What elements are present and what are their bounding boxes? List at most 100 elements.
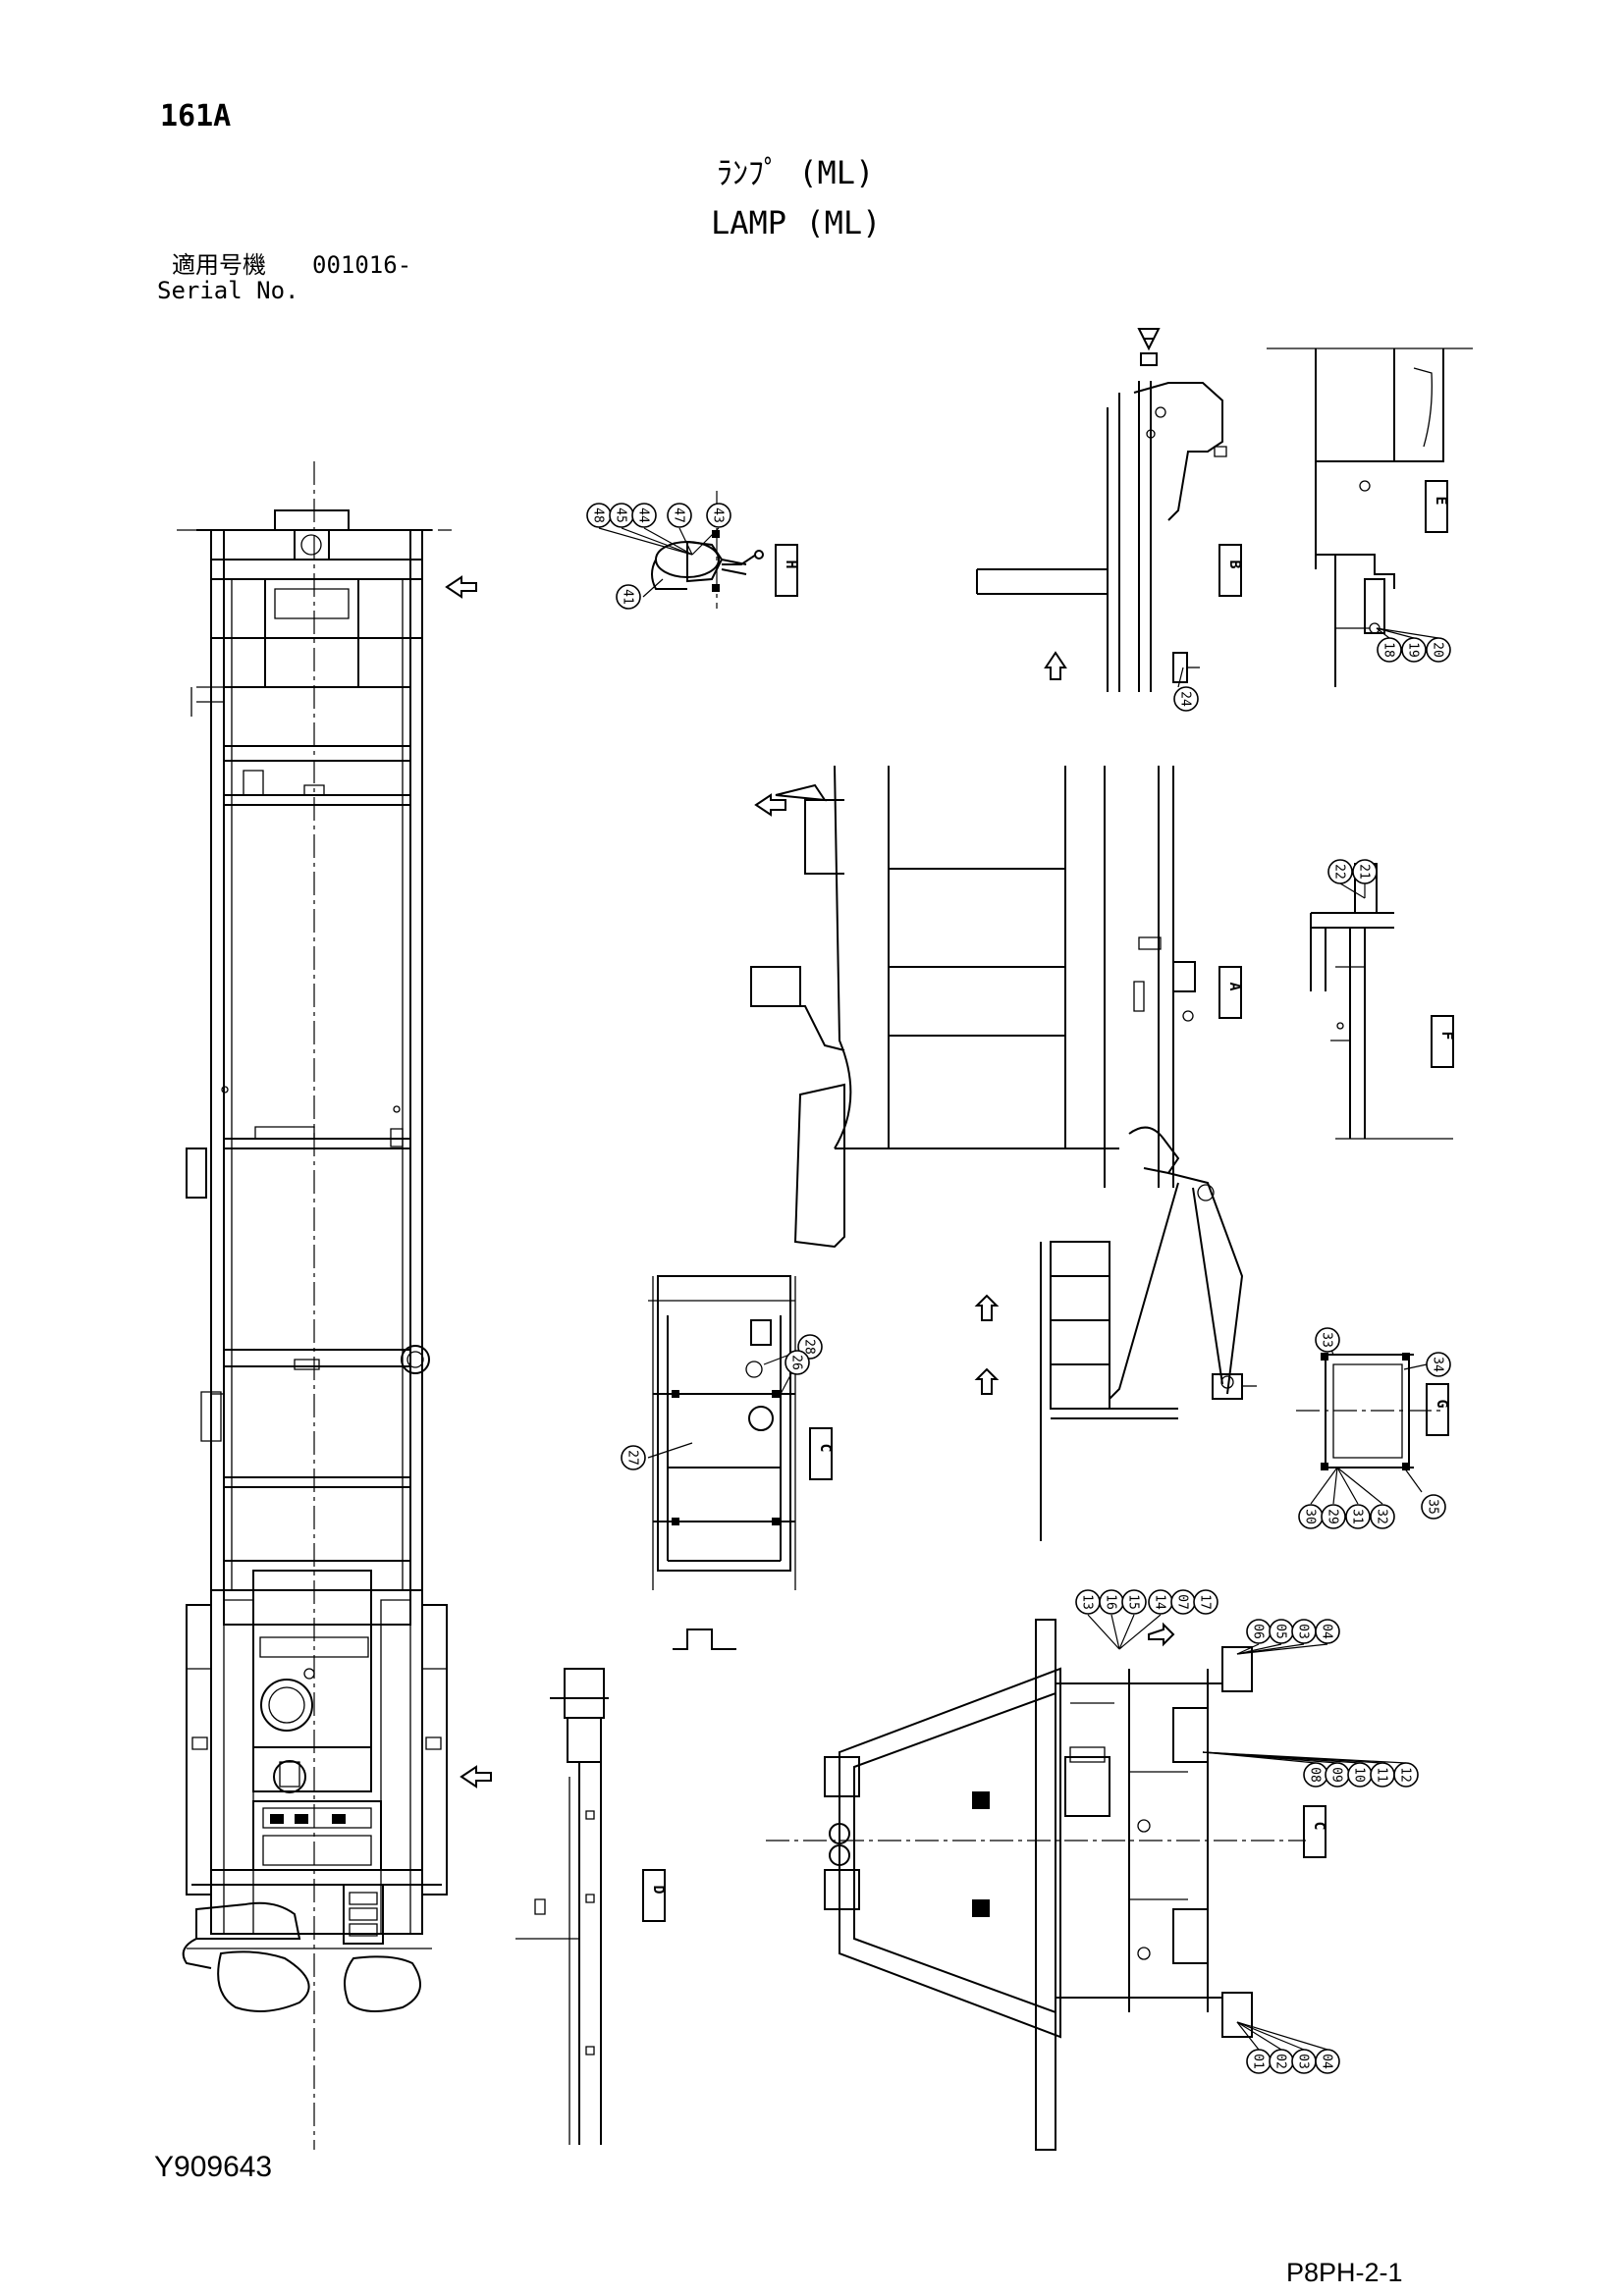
callout-bubble-09: 09 [1326,1763,1349,1787]
svg-text:11: 11 [1375,1767,1389,1783]
leader-line [1119,1615,1134,1649]
page-ref: P8PH-2-1 [1286,2258,1403,2287]
view-a-detail [751,766,1257,1541]
callout-bubble-43: 43 [707,504,731,527]
view-label-g: G [1434,1399,1451,1408]
leader-line [1377,628,1389,638]
callout-bubble-29: 29 [1322,1505,1345,1528]
leader-line [1311,1468,1337,1504]
callout-bubble-48: 48 [587,504,611,527]
leader-line [1237,1644,1304,1654]
svg-text:12: 12 [1398,1767,1413,1783]
svg-text:30: 30 [1303,1509,1318,1524]
svg-text:03: 03 [1296,2054,1311,2069]
svg-text:44: 44 [636,507,651,523]
svg-text:B: B [1226,560,1244,568]
drawing-number: Y909643 [154,2151,273,2183]
svg-text:04: 04 [1320,1624,1334,1639]
callout-bubble-45: 45 [610,504,633,527]
callout-bubble-33: 33 [1316,1328,1339,1352]
svg-text:C: C [1311,1821,1328,1830]
callout-bubble-22: 22 [1328,860,1352,883]
view-label-h: H [783,560,800,568]
callout-bubble-32: 32 [1371,1505,1394,1528]
leader-line [599,528,692,555]
svg-text:G: G [1434,1399,1451,1408]
serial-label-jp: 適用号機 [172,251,266,279]
callout-bubble-03: 03 [1292,2050,1316,2073]
callout-bubble-47: 47 [668,504,691,527]
svg-text:08: 08 [1308,1767,1323,1783]
svg-text:48: 48 [591,507,606,523]
leader-line [1088,1615,1119,1649]
callout-bubble-30: 30 [1299,1505,1323,1528]
svg-text:14: 14 [1153,1594,1167,1610]
view-e-detail [1267,348,1473,687]
callout-bubble-08: 08 [1304,1763,1327,1787]
callout-bubble-02: 02 [1270,2050,1293,2073]
callout-bubble-04: 04 [1316,2050,1339,2073]
view-label-d: D [650,1885,668,1894]
callout-bubble-18: 18 [1378,638,1401,662]
callout-bubble-34: 34 [1427,1353,1450,1376]
callout-bubble-01: 01 [1247,2050,1271,2073]
leader-line [643,579,663,597]
callout-bubble-16: 16 [1100,1590,1123,1614]
leader-line [1111,1615,1119,1649]
callout-bubble-14: 14 [1149,1590,1172,1614]
svg-text:31: 31 [1350,1509,1365,1524]
svg-text:17: 17 [1198,1594,1213,1610]
leader-line [679,528,692,555]
callout-bubble-12: 12 [1394,1763,1418,1787]
callout-bubble-20: 20 [1427,638,1450,662]
svg-text:19: 19 [1406,642,1421,658]
svg-text:32: 32 [1375,1509,1389,1524]
view-g-detail [1296,1353,1448,1470]
svg-text:45: 45 [614,507,628,523]
leader-line [1178,667,1183,687]
leader-line [644,528,692,555]
leader-line [1237,2022,1304,2050]
leader-line [1377,628,1438,638]
callout-bubble-07: 07 [1171,1590,1195,1614]
leader-line [622,528,692,555]
svg-text:16: 16 [1104,1594,1118,1610]
leader-line [1333,1468,1337,1504]
svg-text:47: 47 [672,507,686,523]
svg-text:41: 41 [621,589,635,605]
callout-bubble-35: 35 [1422,1495,1445,1519]
leader-line [692,528,719,555]
leader-line [1237,2022,1259,2050]
callout-bubble-05: 05 [1270,1620,1293,1643]
view-d-detail [515,1669,665,2145]
view-label-b: B [1226,560,1244,568]
leader-line [1337,1468,1358,1504]
callout-bubble-41: 41 [617,585,640,609]
callout-bubble-06: 06 [1247,1620,1271,1643]
leader-line [1237,2022,1327,2050]
title-en: LAMP (ML) [711,204,882,241]
leader-line [648,1443,692,1458]
view-f-detail [1311,864,1453,1139]
view-label-c: C [817,1443,835,1452]
svg-text:34: 34 [1431,1357,1445,1372]
callout-bubble-26: 26 [785,1351,809,1374]
svg-text:24: 24 [1178,691,1193,707]
leader-line [1377,628,1414,638]
svg-text:21: 21 [1357,864,1372,880]
leader-line [1203,1752,1316,1763]
svg-text:C: C [817,1443,835,1452]
svg-text:28: 28 [802,1339,817,1355]
view-label-c: C [1311,1821,1328,1830]
svg-text:01: 01 [1251,2054,1266,2069]
callout-bubble-24: 24 [1174,687,1198,711]
svg-text:02: 02 [1273,2054,1288,2069]
callout-bubble-19: 19 [1402,638,1426,662]
svg-text:04: 04 [1320,2054,1334,2069]
leader-line [1237,1644,1259,1654]
callout-bubble-31: 31 [1346,1505,1370,1528]
svg-text:20: 20 [1431,642,1445,658]
main-frame-view [177,461,491,2150]
svg-text:29: 29 [1326,1509,1340,1524]
